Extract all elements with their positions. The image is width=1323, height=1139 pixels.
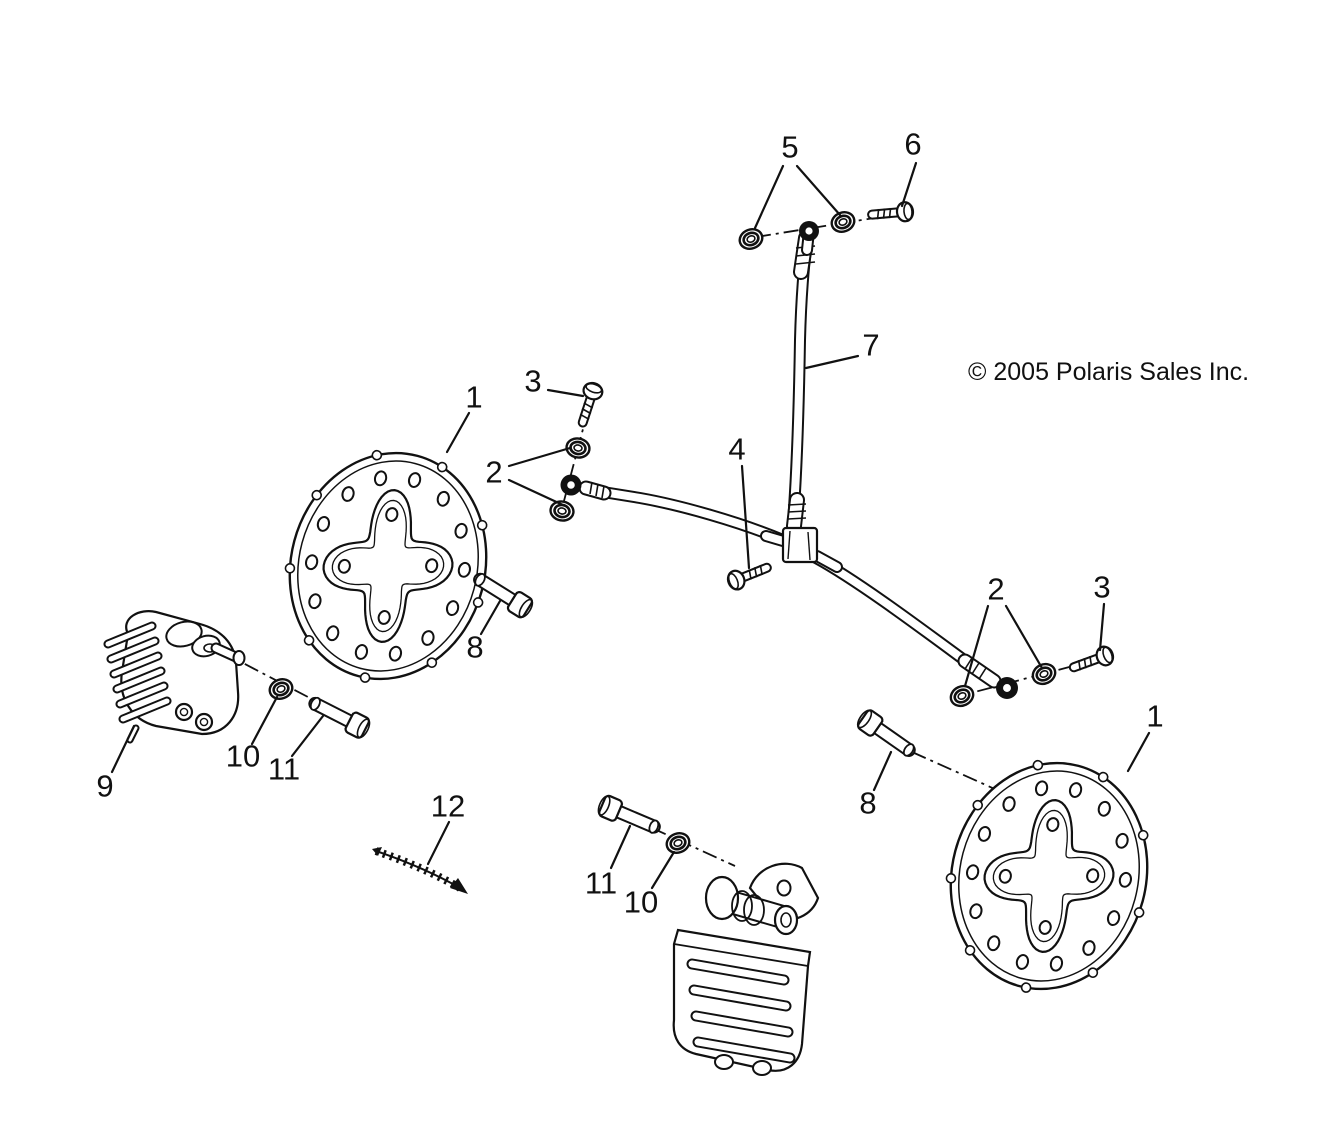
callout-1-left-disc: 1 [465, 379, 483, 415]
banjo-washer [1031, 662, 1057, 686]
bottom-brake-caliper [672, 862, 820, 1076]
callout-2-right: 2 [987, 571, 1005, 607]
callout-10-bottom: 10 [623, 884, 659, 920]
callout-4: 4 [728, 431, 746, 467]
banjo-washer [565, 437, 591, 459]
left-brake-disc [284, 449, 488, 683]
callout-5: 5 [781, 129, 799, 165]
callout-7: 7 [862, 327, 880, 363]
centerline-left-banjo [559, 409, 589, 517]
hose-tee-junction [781, 526, 819, 564]
banjo-washer [738, 228, 764, 250]
callout-leader-lines [110, 161, 1151, 890]
banjo-washer [268, 678, 294, 700]
caliper-mount-bolt [308, 696, 371, 739]
brake-hose-assembly [560, 221, 1018, 699]
banjo-washer [665, 832, 691, 854]
left-caliper-bleeder [126, 724, 140, 744]
caliper-mount-bolt [597, 794, 661, 834]
right-brake-disc [945, 759, 1149, 993]
centerline-bottom-caliper-mount [651, 827, 736, 867]
banjo-bolt [577, 381, 604, 428]
callout-9: 9 [96, 768, 114, 804]
callout-6: 6 [904, 126, 922, 162]
callout-11-bottom: 11 [584, 865, 618, 901]
callout-12: 12 [430, 788, 466, 824]
caliper-mount-bolt [473, 572, 534, 619]
callout-8-right: 8 [859, 785, 877, 821]
banjo-bolt [867, 201, 915, 223]
caliper-mount-bolt [856, 709, 916, 757]
callout-3-right: 3 [1093, 569, 1111, 605]
left-caliper-fins [103, 621, 172, 724]
banjo-bolt [726, 562, 772, 591]
banjo-bolt [1068, 645, 1115, 673]
banjo-washer [949, 684, 975, 708]
fasteners-and-washers [268, 201, 1115, 854]
banjo-washer [830, 211, 856, 233]
centerline-right-disc-bolt [911, 751, 1007, 795]
bottom-caliper-fin-slots [686, 958, 796, 1064]
callout-3-left: 3 [524, 363, 542, 399]
callout-8-left: 8 [466, 629, 484, 665]
callout-1-right-disc: 1 [1146, 698, 1164, 734]
callout-10-left: 10 [225, 738, 261, 774]
banjo-washer [549, 500, 575, 522]
callout-11-left: 11 [267, 751, 301, 787]
left-brake-caliper [103, 610, 246, 744]
copyright-notice: © 2005 Polaris Sales Inc. [968, 358, 1250, 386]
bottom-caliper-piston-stack [704, 875, 799, 936]
callout-2-left: 2 [485, 454, 503, 490]
cable-tie [372, 847, 468, 894]
